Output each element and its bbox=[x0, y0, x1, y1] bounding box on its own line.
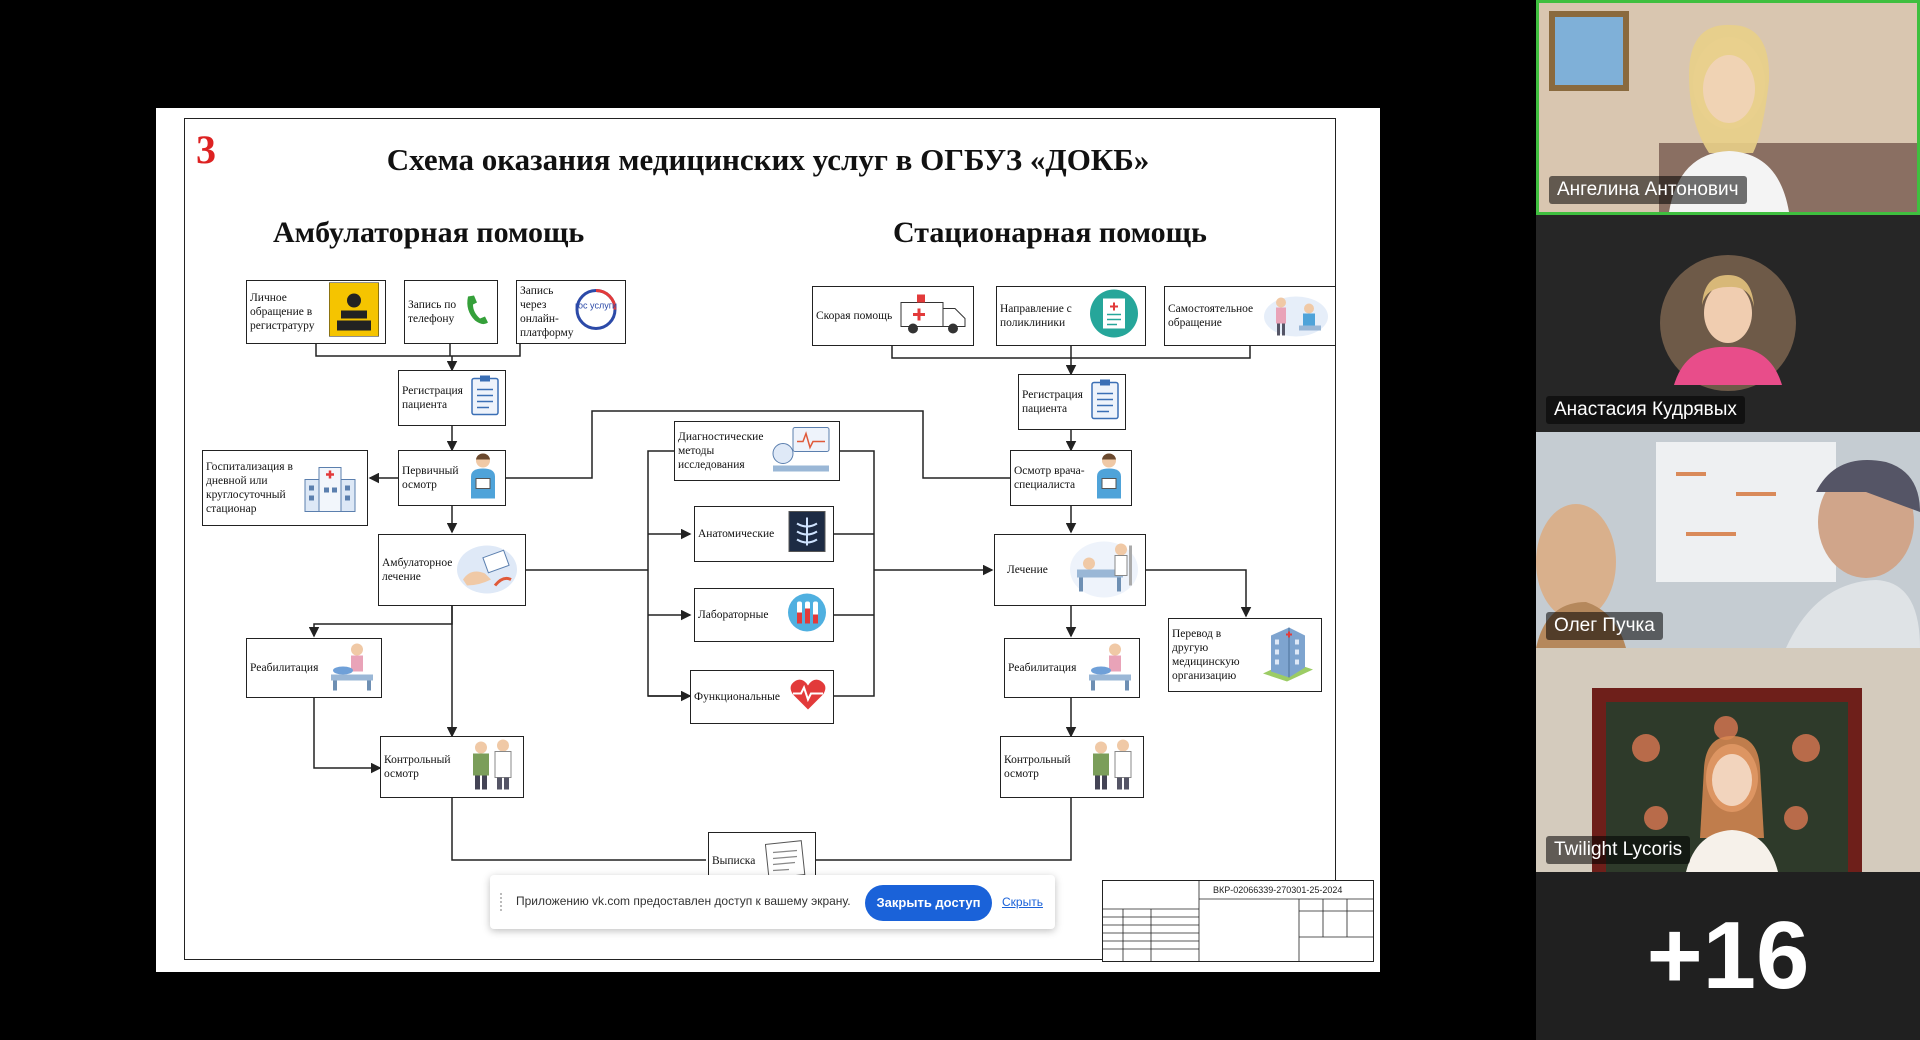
hands-prescription-icon bbox=[455, 540, 519, 601]
stamp-code: ВКР-02066339-270301-25-2024 bbox=[1213, 885, 1343, 895]
phone-booking-label: Запись по телефону bbox=[408, 299, 457, 325]
diagnostic-methods-box: Диагностические методы исследования bbox=[674, 421, 840, 481]
ambulatory-heading: Амбулаторная помощь bbox=[273, 216, 585, 249]
referral-label: Направление с поликлиники bbox=[1000, 303, 1072, 329]
online-booking-label: Запись через онлайн-платформу bbox=[520, 285, 574, 339]
phone-icon bbox=[463, 293, 491, 332]
participant-name-4: Twilight Lycoris bbox=[1546, 836, 1691, 864]
hospital-building-icon bbox=[299, 458, 361, 519]
participant-tile-4[interactable]: Twilight Lycoris bbox=[1536, 648, 1920, 872]
more-participants-button[interactable]: +16 bbox=[1536, 872, 1920, 1040]
transfer-box: Перевод в другую медицинскую организацию bbox=[1168, 618, 1322, 692]
inpatient-treatment-label: Лечение bbox=[1007, 564, 1048, 576]
slide-number: 3 bbox=[196, 127, 216, 172]
ambulatory-rehab-label: Реабилитация bbox=[250, 662, 319, 674]
specialist-exam-box: Осмотр врача-специалиста bbox=[1010, 450, 1132, 506]
xray-icon bbox=[787, 510, 827, 559]
participant-tile-2[interactable]: Анастасия Кудрявых bbox=[1536, 215, 1920, 432]
discharge-document-icon bbox=[764, 839, 809, 884]
online-booking-box: Запись через онлайн-платформу гос услуги bbox=[516, 280, 626, 344]
laboratory-label: Лабораторные bbox=[698, 609, 769, 621]
ambulatory-treatment-box: Амбулаторное лечение bbox=[378, 534, 526, 606]
hospitalization-box: Госпитализация в дневной или круглосуточ… bbox=[202, 450, 368, 526]
hospitalization-label: Госпитализация в дневной или круглосуточ… bbox=[206, 461, 293, 515]
specialist-exam-label: Осмотр врача-специалиста bbox=[1014, 465, 1085, 491]
ambulatory-control-exam-label: Контрольный осмотр bbox=[384, 754, 451, 780]
participant-video-4 bbox=[1536, 648, 1920, 872]
primary-exam-label: Первичный осмотр bbox=[402, 465, 459, 491]
waiting-room-icon bbox=[1263, 289, 1329, 344]
shared-screen-slide: 3 Схема оказания медицинских услуг в ОГБ… bbox=[156, 108, 1380, 972]
personal-visit-label: Личное обращение в регистратуру bbox=[250, 292, 315, 332]
share-message: Приложению vk.com предоставлен доступ к … bbox=[516, 894, 851, 908]
self-referral-label: Самостоятельное обращение bbox=[1168, 303, 1254, 329]
referral-document-icon bbox=[1089, 289, 1139, 344]
inpatient-control-exam-box: Контрольный осмотр bbox=[1000, 736, 1144, 798]
transfer-label: Перевод в другую медицинскую организацию bbox=[1172, 628, 1240, 682]
clipboard-icon bbox=[1091, 379, 1119, 425]
anatomical-box: Анатомические bbox=[694, 506, 834, 562]
anatomical-label: Анатомические bbox=[698, 528, 775, 540]
diagnostic-methods-label: Диагностические методы исследования bbox=[678, 431, 764, 471]
inpatient-registration-label: Регистрация пациента bbox=[1022, 389, 1083, 415]
inpatient-control-exam-label: Контрольный осмотр bbox=[1004, 754, 1071, 780]
doctor-patient-icon bbox=[1087, 738, 1137, 797]
inpatient-heading: Стационарная помощь bbox=[893, 216, 1207, 249]
reception-desk-icon bbox=[328, 282, 380, 342]
rehab-therapy-icon bbox=[327, 641, 375, 696]
doctor-icon bbox=[1093, 451, 1125, 506]
participant-avatar-2 bbox=[1660, 255, 1796, 391]
functional-label: Функциональные bbox=[694, 691, 780, 703]
slide-title: Схема оказания медицинских услуг в ОГБУЗ… bbox=[386, 142, 1150, 177]
functional-box: Функциональные bbox=[690, 670, 834, 724]
doctor-patient-icon bbox=[467, 738, 517, 797]
drag-handle[interactable] bbox=[500, 893, 506, 911]
rehab-therapy-icon bbox=[1085, 641, 1133, 696]
title-block-grid bbox=[1103, 881, 1373, 961]
ambulatory-registration-label: Регистрация пациента bbox=[402, 385, 463, 411]
self-referral-box: Самостоятельное обращение bbox=[1164, 286, 1336, 346]
inpatient-treatment-box: Лечение bbox=[994, 534, 1146, 606]
participant-tile-3[interactable]: Олег Пучка bbox=[1536, 432, 1920, 648]
discharge-label: Выписка bbox=[712, 855, 756, 867]
participant-tile-1[interactable]: Ангелина Антонович bbox=[1536, 0, 1920, 215]
referral-box: Направление с поликлиники bbox=[996, 286, 1146, 346]
ambulance-label: Скорая помощь bbox=[816, 310, 893, 322]
medical-building-icon bbox=[1259, 622, 1315, 689]
ambulance-box: Скорая помощь bbox=[812, 286, 974, 346]
gosuslugi-logo-icon: гос услуги bbox=[573, 287, 619, 338]
drawing-title-block: ВКР-02066339-270301-25-2024 bbox=[1102, 880, 1374, 962]
test-tubes-icon bbox=[787, 593, 827, 638]
inpatient-rehab-box: Реабилитация bbox=[1004, 638, 1140, 698]
phone-booking-box: Запись по телефону bbox=[404, 280, 498, 344]
inpatient-rehab-label: Реабилитация bbox=[1008, 662, 1077, 674]
ambulatory-control-exam-box: Контрольный осмотр bbox=[380, 736, 524, 798]
hide-link[interactable]: Скрыть bbox=[1002, 895, 1043, 909]
laboratory-box: Лабораторные bbox=[694, 588, 834, 642]
stop-sharing-button[interactable]: Закрыть доступ bbox=[865, 885, 992, 921]
ambulance-icon bbox=[899, 291, 967, 342]
participant-name-1: Ангелина Антонович bbox=[1549, 176, 1747, 204]
svg-text:гос услуги: гос услуги bbox=[575, 301, 617, 311]
primary-exam-box: Первичный осмотр bbox=[398, 450, 506, 506]
personal-visit-box: Личное обращение в регистратуру bbox=[246, 280, 386, 344]
participant-name-2: Анастасия Кудрявых bbox=[1546, 396, 1745, 424]
inpatient-registration-box: Регистрация пациента bbox=[1018, 374, 1126, 430]
screen-share-notification: Приложению vk.com предоставлен доступ к … bbox=[490, 875, 1055, 929]
ambulatory-rehab-box: Реабилитация bbox=[246, 638, 382, 698]
hospital-ward-icon bbox=[1069, 536, 1139, 605]
heart-pulse-icon bbox=[789, 678, 827, 717]
doctor-icon bbox=[467, 451, 499, 506]
ambulatory-registration-box: Регистрация пациента bbox=[398, 370, 506, 426]
participant-name-3: Олег Пучка bbox=[1546, 612, 1663, 640]
slide-frame bbox=[184, 118, 1336, 960]
diagnostic-equipment-icon bbox=[769, 424, 833, 479]
ambulatory-treatment-label: Амбулаторное лечение bbox=[382, 557, 453, 583]
clipboard-icon bbox=[471, 375, 499, 421]
